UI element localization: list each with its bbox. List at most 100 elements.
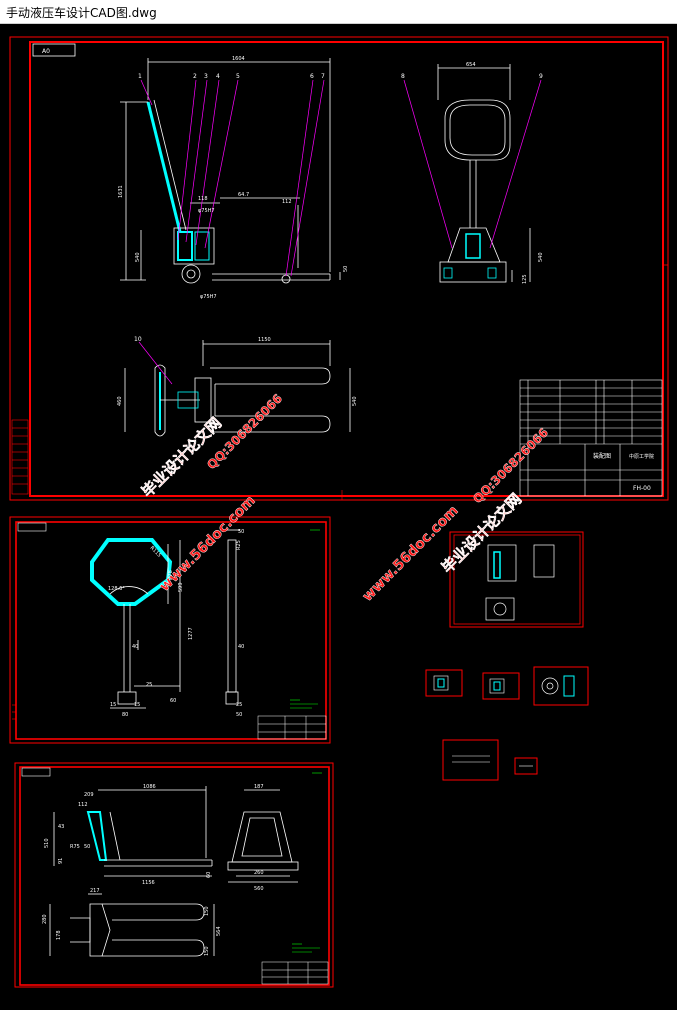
window-titlebar: 手动液压车设计CAD图.dwg	[0, 0, 677, 24]
balloon-5: 5	[236, 73, 240, 80]
svg-text:1604: 1604	[232, 56, 245, 62]
sheet2-dims: 128.6° R115 R78 40 599 1277 25 60 15 15 …	[108, 529, 244, 718]
watermarks: www.56doc.com QQ:306826066 毕业设计论文网 www.5…	[138, 391, 551, 605]
svg-text:599: 599	[178, 582, 184, 592]
balloon-8: 8	[401, 73, 405, 80]
svg-text:112: 112	[282, 199, 292, 205]
balloon-3: 3	[204, 73, 208, 80]
sheet1-format-box	[32, 43, 76, 57]
svg-text:460: 460	[117, 396, 123, 406]
svg-text:150: 150	[204, 946, 210, 956]
side-view-leaders	[140, 79, 325, 277]
fork-side-view	[53, 786, 213, 877]
svg-text:540: 540	[538, 252, 544, 262]
sheet3-dims: 1086 209 112 43 510 R75 50 91 1156 60 18…	[42, 784, 264, 956]
svg-text:25: 25	[146, 682, 152, 688]
svg-text:217: 217	[90, 888, 100, 894]
svg-text:178: 178	[56, 930, 62, 940]
balloon-10: 10	[134, 336, 142, 343]
svg-text:80: 80	[122, 712, 128, 718]
svg-text:564: 564	[216, 926, 222, 936]
svg-text:128.6°: 128.6°	[108, 586, 125, 592]
svg-text:40: 40	[238, 644, 244, 650]
svg-text:1150: 1150	[258, 337, 271, 343]
detail-sheet-b	[425, 669, 463, 697]
sheet1-outer-frame	[9, 36, 669, 501]
svg-text:260: 260	[254, 870, 264, 876]
sheet2-handle: 128.6° R115 R78 40 599 1277 25 60 15 15 …	[9, 516, 331, 744]
title-block-company: 中原工学院	[629, 453, 654, 460]
sheet3-fork-frame: 1086 209 112 43 510 R75 50 91 1156 60 18…	[14, 762, 334, 988]
svg-text:91: 91	[58, 858, 64, 864]
balloon-4: 4	[216, 73, 220, 80]
svg-text:112: 112	[78, 802, 88, 808]
front-view	[437, 64, 531, 283]
svg-text:R75: R75	[70, 844, 80, 850]
handle-side	[224, 529, 240, 705]
svg-text:1156: 1156	[142, 880, 155, 886]
svg-text:60: 60	[170, 698, 176, 704]
svg-text:15: 15	[110, 702, 116, 708]
balloon-2: 2	[193, 73, 197, 80]
watermark-url-right: www.56doc.com	[360, 503, 462, 605]
svg-text:510: 510	[44, 838, 50, 848]
balloon-7: 7	[321, 73, 325, 80]
svg-text:540: 540	[352, 396, 358, 406]
detail-sheet-c	[482, 672, 520, 700]
svg-text:560: 560	[254, 886, 264, 892]
cad-canvas[interactable]: A0	[0, 24, 677, 1006]
svg-text:1277: 1277	[188, 627, 194, 640]
svg-text:R25: R25	[236, 540, 242, 550]
sheet2-notes	[290, 529, 320, 709]
detail-sheets	[425, 531, 589, 781]
svg-text:118: 118	[198, 196, 208, 202]
title-block-name: 装配图	[593, 452, 611, 460]
detail-sheet-a	[449, 531, 584, 628]
balloon-1: 1	[138, 73, 142, 80]
svg-text:654: 654	[466, 62, 476, 68]
svg-text:60: 60	[206, 872, 212, 878]
sheet1-assembly: A0	[9, 36, 669, 501]
svg-text:150: 150	[204, 906, 210, 916]
detail-sheet-d	[533, 666, 589, 706]
svg-text:R78: R78	[168, 570, 174, 580]
svg-text:40: 40	[132, 644, 138, 650]
svg-text:64.7: 64.7	[238, 192, 249, 198]
fork-end-view	[227, 789, 299, 883]
side-view	[120, 58, 341, 284]
sheet3-title-block	[261, 961, 329, 985]
window-title: 手动液压车设计CAD图.dwg	[6, 6, 157, 20]
top-view	[124, 340, 351, 437]
sheet1-left-ticks	[11, 419, 29, 495]
svg-text:280: 280	[42, 914, 48, 924]
svg-text:φ75H7: φ75H7	[198, 208, 215, 214]
svg-text:187: 187	[254, 784, 264, 790]
svg-text:209: 209	[84, 792, 94, 798]
side-view-dims: 1604 1631 540 118 φ75H7 64.7 112 50 φ75H…	[118, 56, 349, 300]
svg-text:43: 43	[58, 824, 64, 830]
sheet2-title-block	[257, 715, 327, 740]
balloon-9: 9	[539, 73, 543, 80]
svg-text:50: 50	[343, 266, 349, 272]
balloon-6: 6	[310, 73, 314, 80]
handle-grip	[90, 538, 181, 709]
svg-text:540: 540	[135, 252, 141, 262]
watermark-url-left: www.56doc.com	[157, 493, 259, 595]
sheet1-format-label: A0	[42, 48, 50, 55]
svg-text:1631: 1631	[118, 185, 124, 198]
svg-text:φ75H7: φ75H7	[200, 294, 217, 300]
svg-text:50: 50	[238, 529, 244, 535]
detail-sheet-f	[514, 757, 538, 775]
fork-top-view	[49, 893, 215, 957]
svg-text:50: 50	[236, 712, 242, 718]
svg-text:25: 25	[236, 702, 242, 708]
front-view-leaders	[403, 79, 542, 249]
title-block-drawing-no: FH-00	[633, 485, 651, 492]
svg-text:1086: 1086	[143, 784, 156, 790]
svg-text:15: 15	[134, 702, 140, 708]
parts-list	[519, 379, 663, 497]
detail-sheet-e	[442, 739, 499, 781]
svg-text:50: 50	[84, 844, 90, 850]
svg-text:125: 125	[522, 274, 528, 284]
cad-drawing: A0	[9, 36, 669, 988]
